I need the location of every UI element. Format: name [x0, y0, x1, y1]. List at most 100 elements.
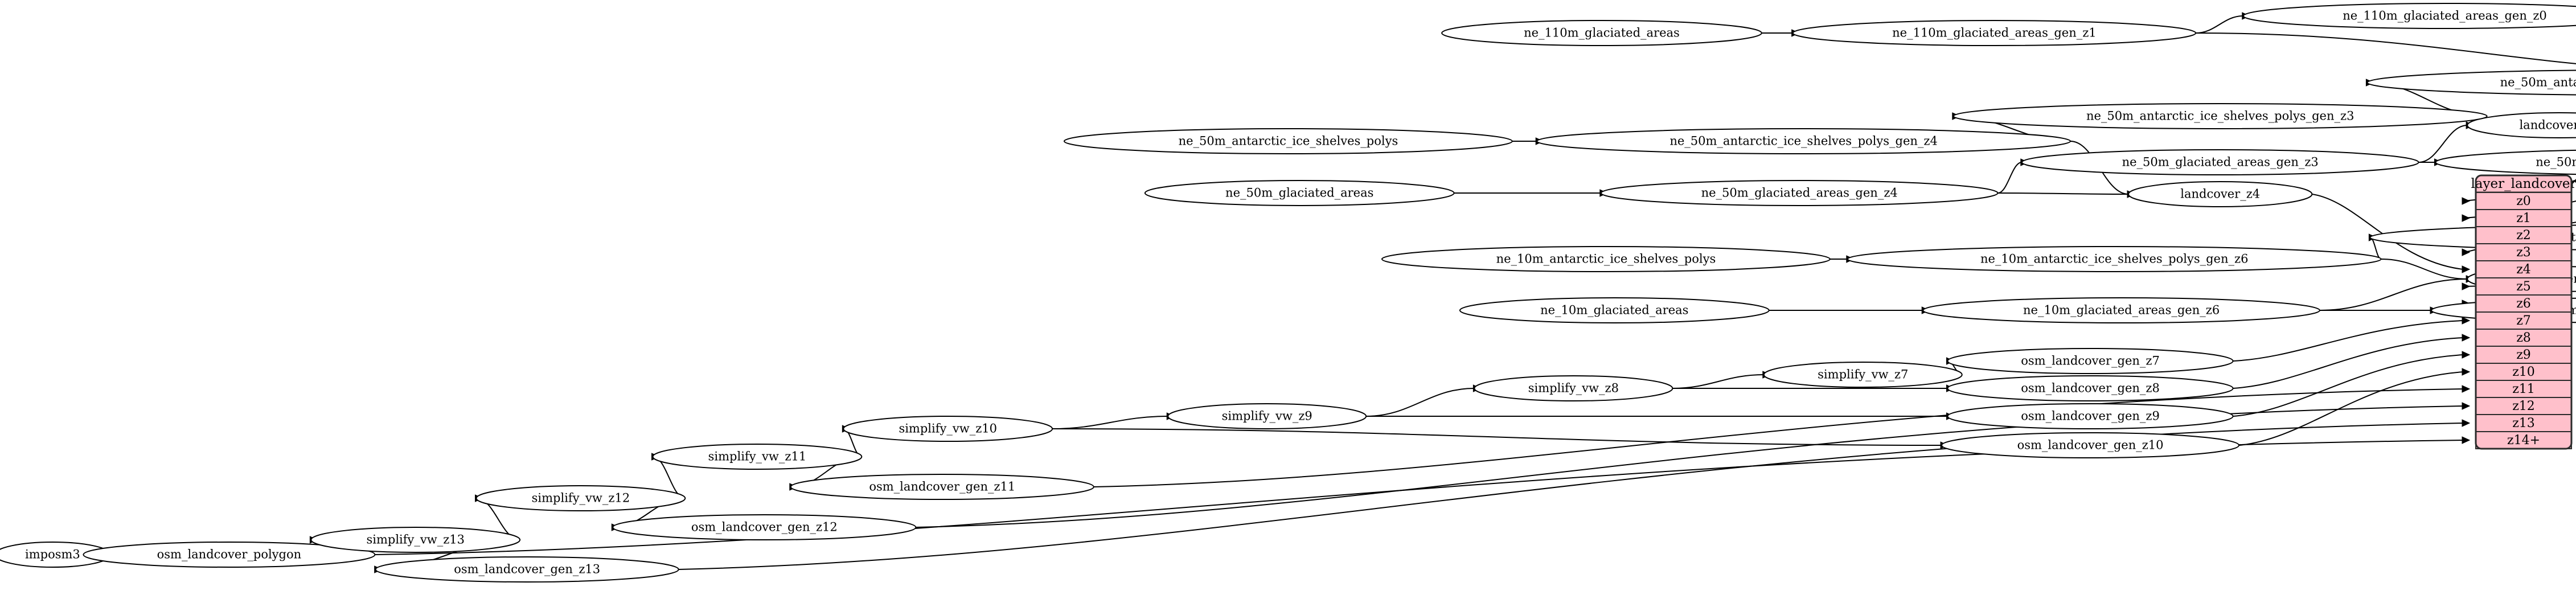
node-label: simplify_vw_z9	[1222, 409, 1312, 423]
node-shape	[1441, 20, 1762, 46]
node-landcover_z4[interactable]: landcover_z4	[2128, 181, 2313, 207]
node-simplify_vw_z7[interactable]: simplify_vw_z7	[1763, 362, 1963, 388]
node-osm_landcover_gen_z7[interactable]: osm_landcover_gen_z7	[1947, 348, 2234, 374]
edge-ne_10m_glaciated_areas_gen_z6-to-landcover_z6	[2319, 278, 2468, 311]
layer-table-row-label: z10	[2512, 365, 2535, 379]
node-shape	[1063, 128, 1513, 154]
edge-arrowhead	[2462, 385, 2471, 393]
layer-table-row-z2[interactable]	[2475, 226, 2572, 244]
layer-table-row-label: z4	[2516, 263, 2531, 277]
layer-table-row-label: z11	[2512, 382, 2535, 396]
node-label: osm_landcover_gen_z12	[691, 520, 838, 534]
edge-arrowhead	[2462, 436, 2471, 444]
node-simplify_vw_z13[interactable]: simplify_vw_z13	[310, 527, 521, 553]
node-label: ne_50m_glaciated_areas_gen_z3	[2122, 155, 2319, 169]
layer-table-row-label: z12	[2512, 399, 2535, 413]
node-simplify_vw_z8[interactable]: simplify_vw_z8	[1474, 375, 1673, 401]
node-ne_50m_antarctic_ice_shelves_polys_gen_z3[interactable]: ne_50m_antarctic_ice_shelves_polys_gen_z…	[1952, 103, 2488, 129]
node-simplify_vw_z12[interactable]: simplify_vw_z12	[475, 485, 686, 511]
node-ne_10m_antarctic_ice_shelves_polys_gen_z6[interactable]: ne_10m_antarctic_ice_shelves_polys_gen_z…	[1847, 246, 2382, 272]
node-shape	[310, 527, 521, 553]
node-label: ne_50m_antarctic_ice_shelves_polys	[1179, 134, 1398, 148]
node-shape	[1167, 403, 1367, 429]
edge-arrowhead	[2462, 248, 2471, 256]
node-label: osm_landcover_gen_z8	[2021, 382, 2160, 395]
node-label: ne_110m_glaciated_areas	[1524, 26, 1680, 40]
node-label: imposm3	[25, 548, 80, 561]
node-ne_50m_glaciated_areas_gen_z3[interactable]: ne_50m_glaciated_areas_gen_z3	[2021, 149, 2419, 175]
node-shape	[1947, 348, 2234, 374]
node-osm_landcover_gen_z11[interactable]: osm_landcover_gen_z11	[790, 474, 1094, 500]
node-ne_10m_antarctic_ice_shelves_polys[interactable]: ne_10m_antarctic_ice_shelves_polys	[1381, 246, 1831, 272]
node-ne_50m_glaciated_areas[interactable]: ne_50m_glaciated_areas	[1144, 180, 1455, 206]
layer-table-row-label: z2	[2516, 228, 2531, 243]
node-shape	[2435, 149, 2576, 175]
node-ne_110m_glaciated_areas_gen_z0[interactable]: ne_110m_glaciated_areas_gen_z0	[2242, 3, 2576, 29]
node-osm_landcover_gen_z8[interactable]: osm_landcover_gen_z8	[1947, 375, 2234, 401]
layer-table-row-label: z9	[2516, 348, 2531, 362]
node-shape	[1952, 103, 2488, 129]
node-shape	[83, 542, 376, 568]
edge-ne_50m_glaciated_areas_gen_z4-to-ne_50m_glaciated_areas_gen_z3	[1997, 162, 2023, 194]
node-label: simplify_vw_z11	[708, 450, 807, 464]
edge-arrowhead	[2462, 197, 2471, 205]
node-osm_landcover_gen_z12[interactable]: osm_landcover_gen_z12	[612, 514, 917, 540]
layer-table-row-z10[interactable]	[2475, 363, 2572, 381]
edge-landcover_z4-to-layer_landcover-z4	[2312, 194, 2464, 270]
node-shape	[1763, 362, 1963, 388]
node-shape	[612, 514, 917, 540]
node-simplify_vw_z9[interactable]: simplify_vw_z9	[1167, 403, 1367, 429]
node-label: ne_50m_antarctic_ice_shelves_polys_gen_z…	[1670, 134, 1938, 148]
node-label: osm_landcover_gen_z7	[2021, 354, 2160, 368]
node-ne_50m_antarctic_ice_shelves_polys_gen_z4[interactable]: ne_50m_antarctic_ice_shelves_polys_gen_z…	[1536, 128, 2072, 154]
node-imposm3[interactable]: imposm3	[0, 542, 112, 568]
node-osm_landcover_gen_z13[interactable]: osm_landcover_gen_z13	[375, 556, 679, 583]
node-label: ne_50m_glaciated_areas	[1225, 186, 1373, 200]
node-osm_landcover_gen_z10[interactable]: osm_landcover_gen_z10	[1941, 432, 2240, 458]
node-landcover_z3[interactable]: landcover_z3	[2467, 112, 2576, 138]
layer-table-outline	[2475, 174, 2573, 450]
layer-table-row-z0[interactable]	[2475, 192, 2572, 210]
node-ne_50m_glaciated_areas_gen_z4[interactable]: ne_50m_glaciated_areas_gen_z4	[1600, 180, 1999, 206]
node-label: simplify_vw_z7	[1818, 368, 1908, 382]
node-ne_110m_glaciated_areas_gen_z1[interactable]: ne_110m_glaciated_areas_gen_z1	[1792, 20, 2197, 46]
edge-arrowhead	[2462, 351, 2471, 359]
node-label: ne_110m_glaciated_areas_gen_z1	[1892, 26, 2097, 40]
node-label: osm_landcover_gen_z13	[454, 563, 600, 576]
layer-landcover-table: layer_landcoverz0z1z2z3z4z5z6z7z8z9z10z1…	[2471, 174, 2576, 450]
node-label: osm_landcover_gen_z10	[2017, 438, 2164, 452]
node-ne_50m_glaciated_areas_gen_z2[interactable]: ne_50m_glaciated_areas_gen_z2	[2435, 149, 2576, 175]
node-shape	[1381, 246, 1831, 272]
node-ne_110m_glaciated_areas[interactable]: ne_110m_glaciated_areas	[1441, 20, 1762, 46]
edge-arrowhead	[2462, 334, 2471, 342]
node-ne_10m_glaciated_areas[interactable]: ne_10m_glaciated_areas	[1459, 297, 1770, 323]
node-shape	[2467, 112, 2576, 138]
node-simplify_vw_z10[interactable]: simplify_vw_z10	[843, 416, 1053, 442]
node-shape	[843, 416, 1053, 442]
edge-arrowhead	[2462, 368, 2471, 376]
edge-ne_110m_glaciated_areas_gen_z1-to-landcover_z1	[2196, 32, 2576, 64]
node-shape	[652, 444, 863, 470]
layer-table-row-label: z5	[2516, 280, 2531, 294]
node-label: simplify_vw_z10	[899, 422, 997, 436]
node-simplify_vw_z11[interactable]: simplify_vw_z11	[652, 444, 863, 470]
layer-table-row-label: z14+	[2507, 433, 2540, 448]
layer-table-row-z8[interactable]	[2475, 329, 2572, 347]
node-ne_50m_antarctic_ice_shelves_polys[interactable]: ne_50m_antarctic_ice_shelves_polys	[1063, 128, 1513, 154]
node-ne_50m_antarctic_ice_shelves_polys_gen_z2[interactable]: ne_50m_antarctic_ice_shelves_polys_gen_z…	[2366, 69, 2576, 96]
edge-simplify_vw_z10-to-osm_landcover_gen_z10	[1052, 428, 1942, 446]
node-ne_10m_glaciated_areas_gen_z6[interactable]: ne_10m_glaciated_areas_gen_z6	[1922, 297, 2320, 323]
node-osm_landcover_gen_z9[interactable]: osm_landcover_gen_z9	[1947, 403, 2234, 429]
node-label: osm_landcover_gen_z11	[869, 480, 1015, 494]
node-label: landcover_z4	[2180, 187, 2260, 201]
edge-arrowhead	[2462, 317, 2471, 325]
layer-table-row-label: z7	[2516, 314, 2531, 328]
edge-simplify_vw_z8-to-simplify_vw_z7	[1672, 374, 1764, 389]
edge-arrowhead	[2462, 214, 2471, 222]
layer-table-row-z3[interactable]	[2475, 243, 2572, 261]
node-osm_landcover_polygon[interactable]: osm_landcover_polygon	[83, 542, 376, 568]
node-shape	[1941, 432, 2240, 458]
edge-arrowhead	[2462, 265, 2471, 273]
